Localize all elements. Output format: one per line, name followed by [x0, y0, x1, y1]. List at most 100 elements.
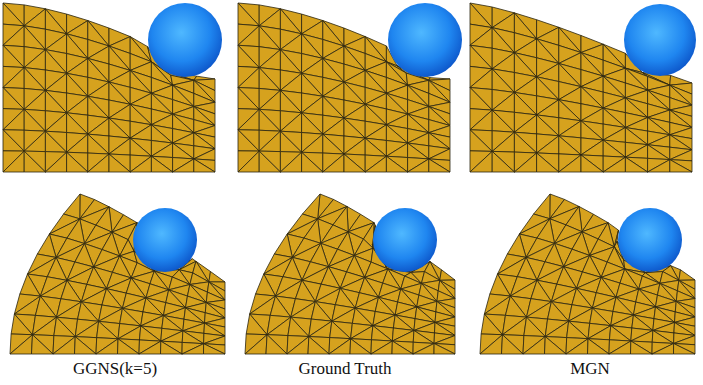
- mesh-triangle: [581, 121, 603, 140]
- mesh-triangle: [238, 109, 259, 130]
- mesh-triangle: [429, 149, 450, 161]
- mesh-triangle: [3, 151, 24, 172]
- mesh-triangle: [280, 50, 301, 74]
- mesh-triangle: [344, 154, 365, 172]
- mesh-triangle: [182, 344, 204, 354]
- mesh-triangle: [590, 308, 611, 326]
- mesh-triangle: [674, 343, 696, 354]
- mesh-triangle: [559, 100, 581, 121]
- mesh-triangle: [470, 45, 492, 69]
- mesh-triangle: [151, 125, 172, 143]
- mesh-triangle: [408, 143, 429, 159]
- mesh-triangle: [99, 308, 123, 323]
- mesh-triangle: [588, 339, 609, 354]
- mesh-triangle: [238, 109, 259, 130]
- mesh-triangle: [35, 296, 56, 317]
- mesh-triangle: [151, 125, 172, 143]
- mesh-triangle: [259, 109, 280, 131]
- mesh-triangle: [24, 131, 45, 151]
- mesh-triangle: [280, 131, 301, 152]
- mesh-triangle: [238, 88, 259, 110]
- mesh-triangle: [492, 151, 514, 172]
- mesh-triangle: [492, 110, 514, 132]
- mesh-triangle: [57, 302, 82, 319]
- mesh-triangle: [429, 159, 450, 172]
- mesh-triangle: [330, 321, 351, 339]
- mesh-triangle: [470, 28, 492, 49]
- mesh-triangle: [88, 134, 109, 154]
- mesh-triangle: [24, 50, 45, 70]
- mesh-triangle: [88, 118, 109, 136]
- mesh-triangle: [350, 339, 371, 354]
- mesh-triangle: [490, 274, 511, 296]
- mesh-triangle: [492, 151, 514, 172]
- mesh-triangle: [302, 133, 323, 153]
- mesh-triangle: [527, 302, 552, 319]
- mesh-triangle: [559, 136, 581, 155]
- mesh-triangle: [308, 337, 329, 354]
- mesh-triangle: [588, 326, 611, 340]
- mesh-triangle: [238, 130, 259, 151]
- mesh-triangle: [514, 92, 536, 114]
- mesh-triangle: [413, 342, 434, 354]
- mesh-triangle: [648, 145, 670, 160]
- mesh-triangle: [109, 154, 130, 172]
- mesh-triangle: [323, 118, 344, 136]
- mesh-triangle: [652, 342, 674, 354]
- mesh-triangle: [371, 340, 392, 354]
- mesh-triangle: [61, 280, 82, 301]
- mesh-triangle: [392, 341, 413, 354]
- mesh-triangle: [545, 337, 567, 354]
- mesh-triangle: [625, 157, 647, 172]
- mesh-triangle: [45, 50, 66, 74]
- mesh-triangle: [323, 96, 344, 118]
- mesh-triangle: [109, 138, 130, 155]
- panel-caption: Ground Truth: [298, 359, 391, 379]
- mesh-triangle: [386, 143, 407, 157]
- mesh-triangle: [238, 68, 259, 89]
- sphere-obstacle: [373, 208, 437, 272]
- mesh-triangle: [679, 270, 695, 281]
- mesh-triangle: [280, 50, 301, 74]
- mesh-triangle: [581, 155, 603, 172]
- mesh-triangle: [182, 342, 204, 354]
- mesh-triangle: [502, 335, 524, 354]
- mesh-triangle: [603, 140, 625, 157]
- mesh-triangle: [517, 257, 537, 280]
- mesh-triangle: [283, 257, 302, 280]
- mesh-triangle: [365, 156, 386, 172]
- mesh-triangle: [492, 69, 514, 93]
- mesh-triangle: [24, 130, 45, 151]
- mesh-triangle: [280, 113, 301, 133]
- mesh-triangle: [24, 109, 45, 131]
- mesh-triangle: [109, 154, 130, 172]
- mesh-triangle: [309, 321, 332, 337]
- mesh-triangle: [514, 132, 536, 153]
- mesh-triangle: [514, 92, 536, 114]
- mesh-triangle: [302, 73, 323, 96]
- mesh-triangle: [352, 308, 373, 326]
- mesh-triangle: [280, 90, 301, 112]
- mesh-triangle: [559, 154, 581, 172]
- mesh-triangle: [67, 113, 88, 134]
- mesh-triangle: [507, 234, 526, 257]
- mesh-triangle: [653, 330, 674, 343]
- mesh-triangle: [502, 335, 523, 354]
- mesh-triangle: [470, 3, 492, 28]
- mesh-triangle: [302, 113, 323, 134]
- mesh-triangle: [386, 125, 407, 143]
- mesh-triangle: [470, 88, 492, 111]
- mesh-triangle: [502, 315, 526, 334]
- mesh-triangle: [67, 73, 88, 96]
- mesh-triangle: [10, 335, 32, 354]
- mesh-triangle: [54, 317, 75, 336]
- mesh-triangle: [96, 339, 118, 354]
- mesh-triangle: [24, 26, 45, 50]
- mesh-triangle: [209, 272, 225, 282]
- mesh-triangle: [194, 159, 215, 172]
- mesh-triangle: [413, 343, 434, 354]
- mesh-triangle: [631, 330, 653, 342]
- mesh-triangle: [75, 337, 96, 354]
- mesh-triangle: [524, 317, 545, 336]
